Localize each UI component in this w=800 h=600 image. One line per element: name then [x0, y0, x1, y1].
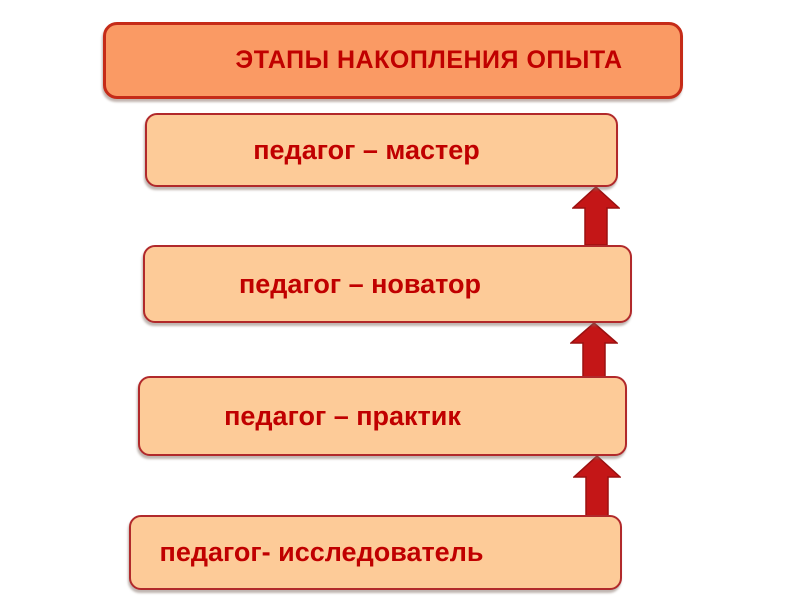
diagram-title-box: ЭТАПЫ НАКОПЛЕНИЯ ОПЫТА: [103, 22, 683, 99]
stage-box-praktik: педагог – практик: [138, 376, 627, 456]
stage-label-praktik: педагог – практик: [224, 400, 461, 431]
stage-label-novator: педагог – новатор: [238, 268, 482, 299]
stage-box-issledovatel: педагог- исследователь: [129, 515, 622, 590]
stage-label-master: педагог – мастер: [253, 134, 480, 165]
up-arrow-icon: [573, 455, 621, 519]
diagram-title: ЭТАПЫ НАКОПЛЕНИЯ ОПЫТА: [235, 46, 623, 74]
stage-label-issledovatel: педагог- исследователь: [159, 537, 484, 567]
stage-box-master: педагог – мастер: [145, 113, 618, 187]
up-arrow-icon: [572, 186, 620, 246]
up-arrow-icon: [570, 322, 618, 378]
stage-box-novator: педагог – новатор: [143, 245, 632, 323]
